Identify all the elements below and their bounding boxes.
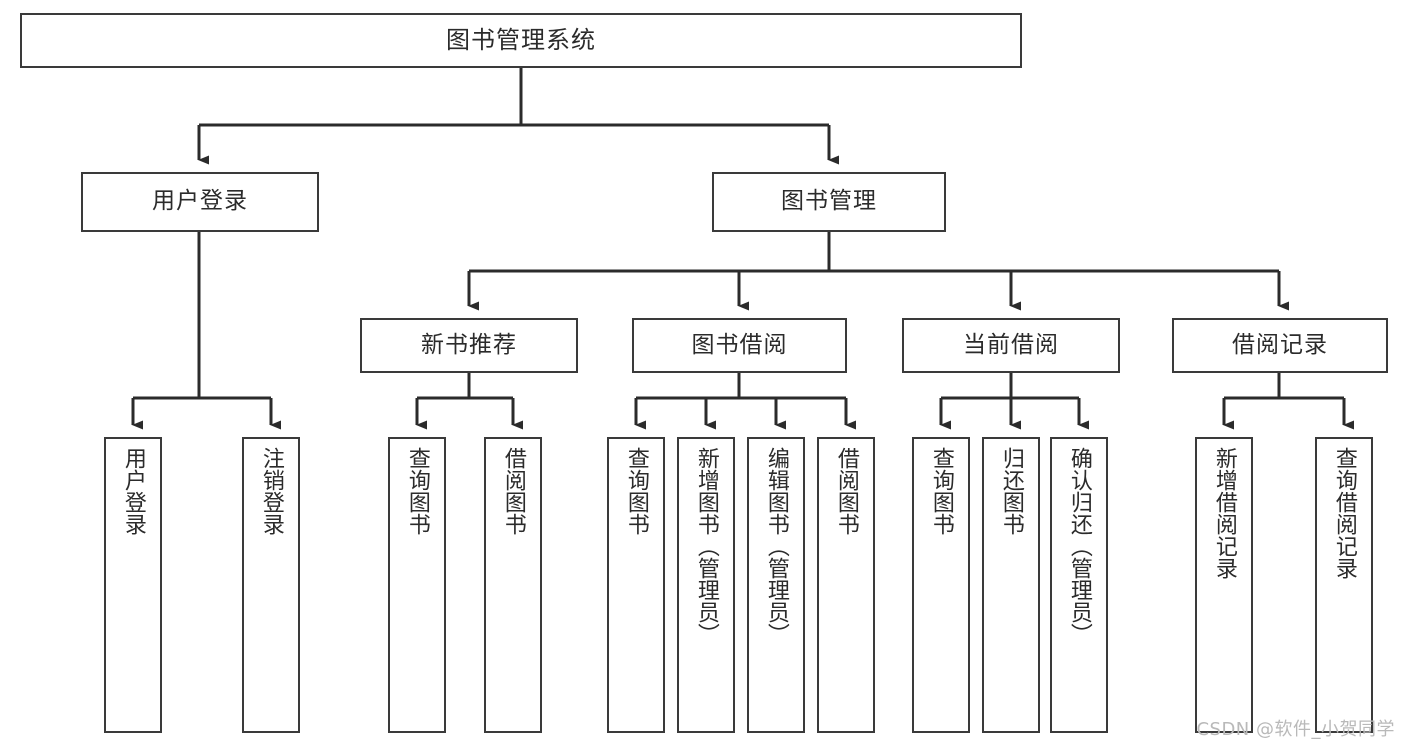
leaf-book-borrow-edit[interactable]: 编辑图书（管理员） — [747, 437, 805, 733]
leaf-book-borrow-add[interactable]: 新增图书（管理员） — [677, 437, 735, 733]
leaf-label: 确认归还（管理员） — [1066, 447, 1092, 645]
node-book-borrow-label: 图书借阅 — [691, 331, 788, 358]
leaf-label: 归还图书 — [998, 447, 1024, 535]
leaf-label: 借阅图书 — [833, 447, 859, 535]
node-new-book-recommend-label: 新书推荐 — [421, 331, 517, 358]
watermark: CSDN @软件_小贺同学 — [1196, 719, 1395, 740]
leaf-label: 新增图书（管理员） — [693, 447, 719, 645]
leaf-new-book-query[interactable]: 查询图书 — [388, 437, 446, 733]
leaf-label: 编辑图书（管理员） — [763, 447, 789, 645]
leaf-current-borrow-query[interactable]: 查询图书 — [912, 437, 970, 733]
leaf-book-borrow-query[interactable]: 查询图书 — [607, 437, 665, 733]
node-borrow-record[interactable]: 借阅记录 — [1172, 318, 1388, 373]
leaf-borrow-record-add[interactable]: 新增借阅记录 — [1195, 437, 1253, 733]
leaf-borrow-record-query[interactable]: 查询借阅记录 — [1315, 437, 1373, 733]
node-user-login-label: 用户登录 — [152, 188, 248, 215]
leaf-user-login-signin[interactable]: 用户登录 — [104, 437, 162, 733]
leaf-label: 查询图书 — [404, 447, 430, 535]
node-new-book-recommend[interactable]: 新书推荐 — [360, 318, 578, 373]
node-current-borrow[interactable]: 当前借阅 — [902, 318, 1120, 373]
leaf-label: 用户登录 — [120, 447, 146, 535]
node-borrow-record-label: 借阅记录 — [1232, 331, 1328, 358]
node-book-borrow[interactable]: 图书借阅 — [632, 318, 847, 373]
leaf-book-borrow-lend[interactable]: 借阅图书 — [817, 437, 875, 733]
leaf-label: 借阅图书 — [500, 447, 526, 535]
node-root[interactable]: 图书管理系统 — [20, 13, 1022, 68]
leaf-label: 新增借阅记录 — [1211, 447, 1237, 579]
leaf-label: 查询借阅记录 — [1331, 447, 1357, 579]
node-user-login[interactable]: 用户登录 — [81, 172, 319, 232]
leaf-user-login-signout[interactable]: 注销登录 — [242, 437, 300, 733]
leaf-label: 查询图书 — [928, 447, 954, 535]
leaf-label: 注销登录 — [258, 447, 284, 535]
leaf-label: 查询图书 — [623, 447, 649, 535]
leaf-new-book-borrow[interactable]: 借阅图书 — [484, 437, 542, 733]
leaf-current-borrow-return[interactable]: 归还图书 — [982, 437, 1040, 733]
node-book-management-label: 图书管理 — [781, 188, 877, 215]
node-root-label: 图书管理系统 — [446, 26, 596, 55]
node-book-management[interactable]: 图书管理 — [712, 172, 946, 232]
node-current-borrow-label: 当前借阅 — [963, 331, 1059, 358]
leaf-current-borrow-confirm[interactable]: 确认归还（管理员） — [1050, 437, 1108, 733]
